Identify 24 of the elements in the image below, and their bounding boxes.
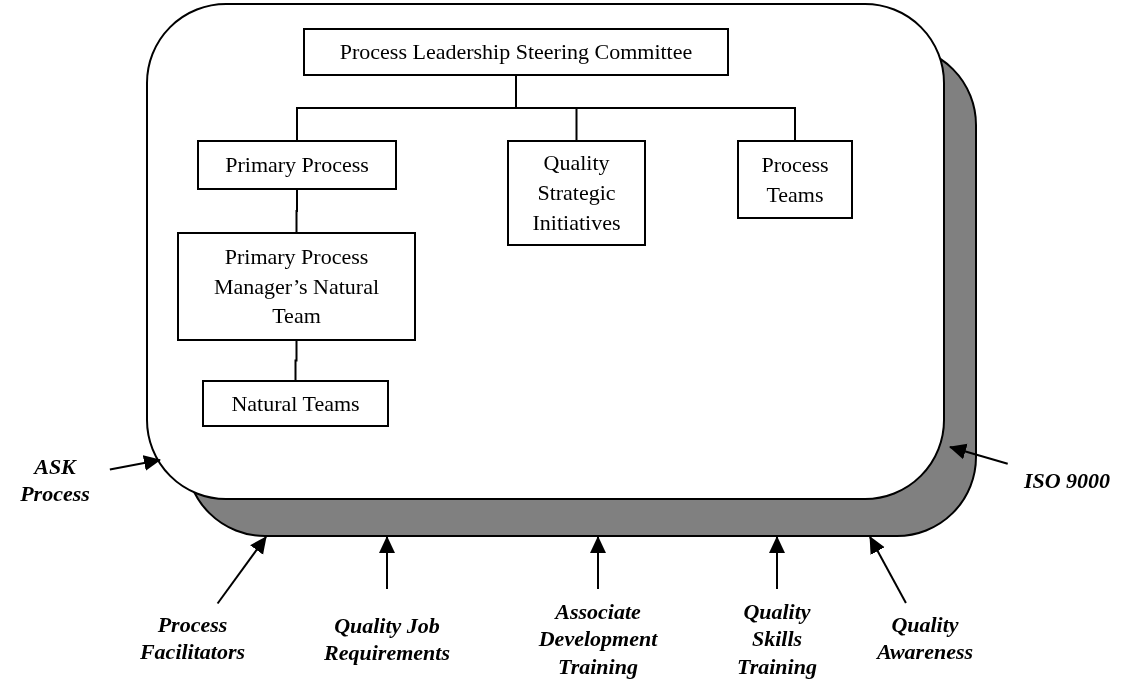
input-label: Quality Skills Training — [722, 597, 832, 681]
arrow — [108, 455, 161, 471]
org-box: Quality Strategic Initiatives — [507, 140, 646, 246]
input-label: Associate Development Training — [525, 597, 671, 681]
input-label: ASK Process — [8, 452, 102, 508]
connector-line — [294, 340, 298, 381]
input-label: Process Facilitators — [130, 610, 255, 666]
arrow — [590, 536, 606, 590]
input-label: ISO 9000 — [1012, 466, 1122, 496]
arrow — [949, 443, 1009, 465]
connector-line — [515, 75, 796, 141]
arrow — [769, 536, 785, 590]
shadowed-rounded-frame — [146, 3, 977, 537]
input-label: Quality Awareness — [865, 610, 985, 666]
connector-line — [295, 189, 298, 233]
org-box: Primary Process Manager’s Natural Team — [177, 232, 416, 341]
org-box: Primary Process — [197, 140, 397, 190]
org-box: Process Leadership Steering Committee — [303, 28, 729, 76]
arrow — [216, 536, 267, 605]
input-label: Quality Job Requirements — [316, 597, 458, 681]
org-box: Process Teams — [737, 140, 853, 219]
arrow — [869, 536, 907, 604]
arrow — [379, 536, 395, 590]
org-box: Natural Teams — [202, 380, 389, 427]
